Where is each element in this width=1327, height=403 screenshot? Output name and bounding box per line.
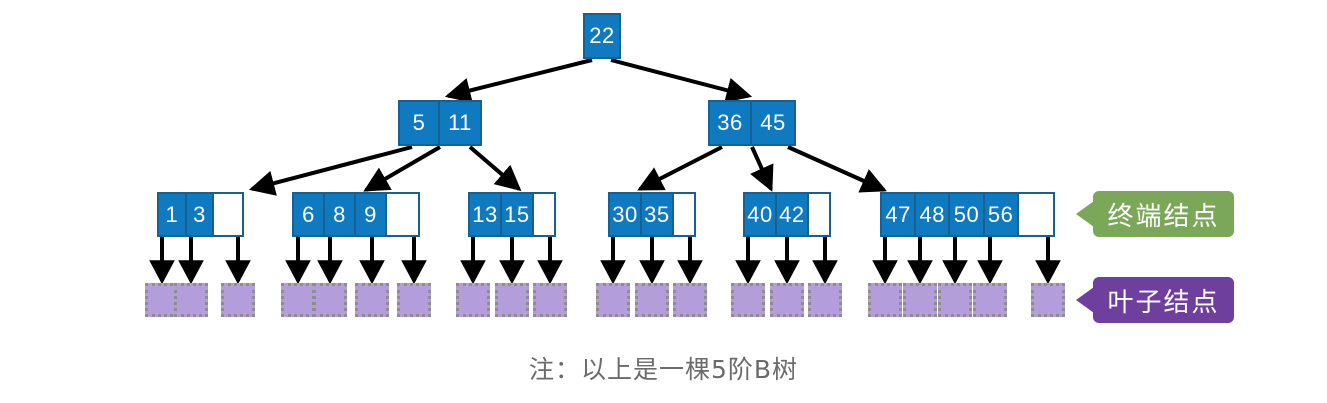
btree-terminal-1-3[interactable]: 1 3 [157,192,244,237]
node-cell: 6 [294,194,325,235]
leaf-box [355,283,389,317]
node-cell: 45 [760,110,786,135]
node-cell: 40 [745,194,777,235]
legend-leaf-label: 叶子结点 [1107,287,1220,318]
leaf-box [635,283,669,317]
node-cell: 8 [325,194,356,235]
node-cell: 3 [187,194,215,235]
leaf-box [456,283,490,317]
leaf-box [533,283,567,317]
leaf-box [731,283,765,317]
leaf-box [495,283,529,317]
leaf-box [938,283,972,317]
callout-pointer-icon [1076,287,1094,313]
diagram-caption: 注：以上是一棵5阶B树 [528,355,799,384]
node-cell: 5 [400,102,440,144]
node-cell-empty [214,194,242,235]
node-cell: 13 [470,194,502,235]
node-cell: 47 [882,194,917,235]
legend-terminal-node[interactable]: 终端结点 [1076,191,1234,237]
node-cell: 35 [642,194,674,235]
node-cell: 50 [950,194,985,235]
btree-terminal-30-35[interactable]: 30 35 [608,192,696,237]
leaf-box [903,283,937,317]
node-cell: 1 [159,194,187,235]
leaf-box [770,283,804,317]
node-cell-empty [808,194,829,235]
btree-terminal-6-8-9[interactable]: 6 8 9 [292,192,420,237]
btree-terminal-13-15[interactable]: 13 15 [468,192,556,237]
leaf-box [596,283,630,317]
leaf-box [397,283,431,317]
node-cell-empty [387,194,418,235]
node-cell: 36 [710,102,752,144]
node-cell: 56 [985,194,1019,235]
leaf-box [973,283,1007,317]
leaf-box [313,283,347,317]
node-cell-empty [533,194,554,235]
leaf-box [1031,283,1065,317]
leaf-box [868,283,902,317]
internal-left-to-terminal-edges [248,145,522,196]
node-cell: 22 [589,23,615,48]
btree-node-5-11[interactable]: 5 11 [398,100,482,146]
root-to-internal-edges [444,58,753,103]
btree-terminal-40-42[interactable]: 40 42 [743,192,831,237]
node-cell-empty [673,194,694,235]
terminal-to-leaf-edges [149,237,1061,285]
node-cell: 48 [916,194,951,235]
leaf-box [221,283,255,317]
btree-node-36-45[interactable]: 36 45 [708,100,796,146]
node-cell: 15 [502,194,534,235]
node-cell: 42 [777,194,809,235]
node-cell: 11 [448,110,472,135]
btree-node-root[interactable]: 22 [583,13,621,59]
legend-terminal-label: 终端结点 [1107,201,1220,232]
leaf-box [174,283,208,317]
leaf-box [281,283,315,317]
leaf-box [673,283,707,317]
node-cell: 30 [610,194,642,235]
leaf-box [808,283,842,317]
legend-leaf-node[interactable]: 叶子结点 [1076,277,1234,323]
btree-terminal-47-48-50-56[interactable]: 47 48 50 56 [880,192,1055,237]
callout-pointer-icon [1076,201,1094,227]
internal-right-to-terminal-edges [637,145,887,193]
node-cell-empty [1018,194,1053,235]
node-cell: 9 [356,194,387,235]
